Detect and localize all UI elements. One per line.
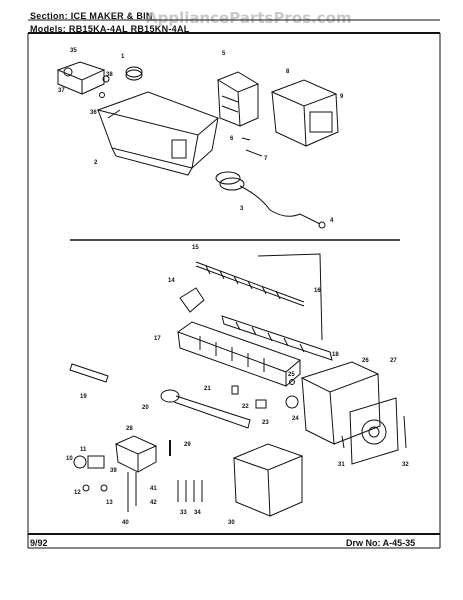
callout-28: 28 bbox=[126, 426, 133, 432]
callout-8: 8 bbox=[286, 69, 290, 75]
callout-19: 19 bbox=[80, 394, 87, 400]
callout-35: 35 bbox=[70, 48, 77, 54]
fitting-12-part bbox=[82, 484, 90, 492]
callout-21: 21 bbox=[204, 386, 211, 392]
callout-32: 32 bbox=[402, 462, 409, 468]
drive-motor-part bbox=[349, 397, 399, 465]
callout-17: 17 bbox=[154, 336, 161, 342]
callout-10: 10 bbox=[66, 456, 73, 462]
callout-3: 3 bbox=[240, 206, 244, 212]
fill-tube-part bbox=[69, 363, 109, 383]
callout-1: 1 bbox=[121, 54, 125, 60]
shutoff-arm-part bbox=[257, 253, 323, 341]
ejector-blade-part bbox=[195, 261, 305, 307]
heater-part bbox=[160, 389, 251, 429]
callout-37: 37 bbox=[58, 88, 65, 94]
callout-25: 25 bbox=[288, 372, 295, 378]
watermark: AppliancePartsPros.com bbox=[146, 9, 352, 27]
callout-12: 12 bbox=[74, 490, 81, 496]
callout-26: 26 bbox=[362, 358, 369, 364]
callout-5: 5 bbox=[222, 51, 226, 57]
callout-39: 39 bbox=[110, 468, 117, 474]
callout-41: 41 bbox=[150, 486, 157, 492]
clip-part bbox=[102, 75, 110, 83]
callout-22: 22 bbox=[242, 404, 249, 410]
drawing-number: A-45-35 bbox=[382, 538, 416, 548]
callout-34: 34 bbox=[194, 510, 201, 516]
callout-2: 2 bbox=[94, 160, 98, 166]
callout-9: 9 bbox=[340, 94, 344, 100]
deflector-part bbox=[270, 79, 339, 147]
knob-part bbox=[125, 66, 143, 81]
solenoid-part bbox=[73, 455, 105, 469]
section-value: ICE MAKER & BIN bbox=[70, 11, 153, 21]
callout-30: 30 bbox=[228, 520, 235, 526]
screw-32-part bbox=[403, 415, 407, 449]
callout-40: 40 bbox=[122, 520, 129, 526]
callout-27: 27 bbox=[390, 358, 397, 364]
callout-42: 42 bbox=[150, 500, 157, 506]
callout-24: 24 bbox=[292, 416, 299, 422]
callout-15: 15 bbox=[192, 245, 199, 251]
callout-31: 31 bbox=[338, 462, 345, 468]
screw-7-part bbox=[245, 149, 263, 157]
screw-part bbox=[99, 92, 105, 98]
callout-7: 7 bbox=[264, 156, 268, 162]
models-value: RB15KA-4AL RB15KN-4AL bbox=[68, 24, 190, 34]
callout-labels: 1 2 3 4 5 6 7 8 9 10 11 12 13 14 15 16 1… bbox=[58, 48, 409, 526]
ice-mold-part bbox=[176, 321, 301, 387]
fitting-13-part bbox=[100, 484, 108, 492]
section-label: Section: bbox=[30, 11, 68, 21]
revision-date: 9/92 bbox=[30, 538, 48, 548]
screw-31-part bbox=[341, 435, 345, 449]
callout-18: 18 bbox=[332, 352, 339, 358]
arm-bracket-part bbox=[179, 287, 205, 313]
screws-33-34-part bbox=[177, 480, 203, 502]
callout-14: 14 bbox=[168, 278, 175, 284]
callout-23: 23 bbox=[262, 420, 269, 426]
ice-bin-part bbox=[96, 91, 219, 176]
water-valve-part bbox=[114, 435, 158, 512]
callout-29: 29 bbox=[184, 442, 191, 448]
control-module-part bbox=[300, 361, 381, 445]
drawing-number-block: Drw No: A-45-35 bbox=[346, 538, 415, 548]
gear-part bbox=[289, 379, 295, 385]
callout-13: 13 bbox=[106, 500, 113, 506]
callout-16: 16 bbox=[314, 288, 321, 294]
switch-part bbox=[285, 395, 299, 409]
cover-part bbox=[232, 443, 304, 517]
callout-36: 36 bbox=[90, 110, 97, 116]
stripper-part bbox=[221, 315, 333, 361]
section-header: Section: ICE MAKER & BIN bbox=[30, 11, 153, 21]
ice-chute-part bbox=[216, 71, 260, 127]
models-header: Models: RB15KA-4AL RB15KN-4AL bbox=[30, 24, 190, 34]
callout-38: 38 bbox=[106, 72, 113, 78]
thermostat-part bbox=[231, 385, 239, 395]
callout-6: 6 bbox=[230, 136, 234, 142]
wire-harness-part bbox=[215, 171, 326, 229]
drawing-label: Drw No: bbox=[346, 538, 381, 548]
callout-20: 20 bbox=[142, 405, 149, 411]
models-label: Models: bbox=[30, 24, 67, 34]
callout-33: 33 bbox=[180, 510, 187, 516]
callout-11: 11 bbox=[80, 447, 87, 453]
callout-4: 4 bbox=[330, 218, 334, 224]
motor-bracket-part bbox=[56, 61, 106, 95]
screw-6-part bbox=[241, 137, 251, 141]
thermostat-clip-part bbox=[255, 399, 267, 409]
